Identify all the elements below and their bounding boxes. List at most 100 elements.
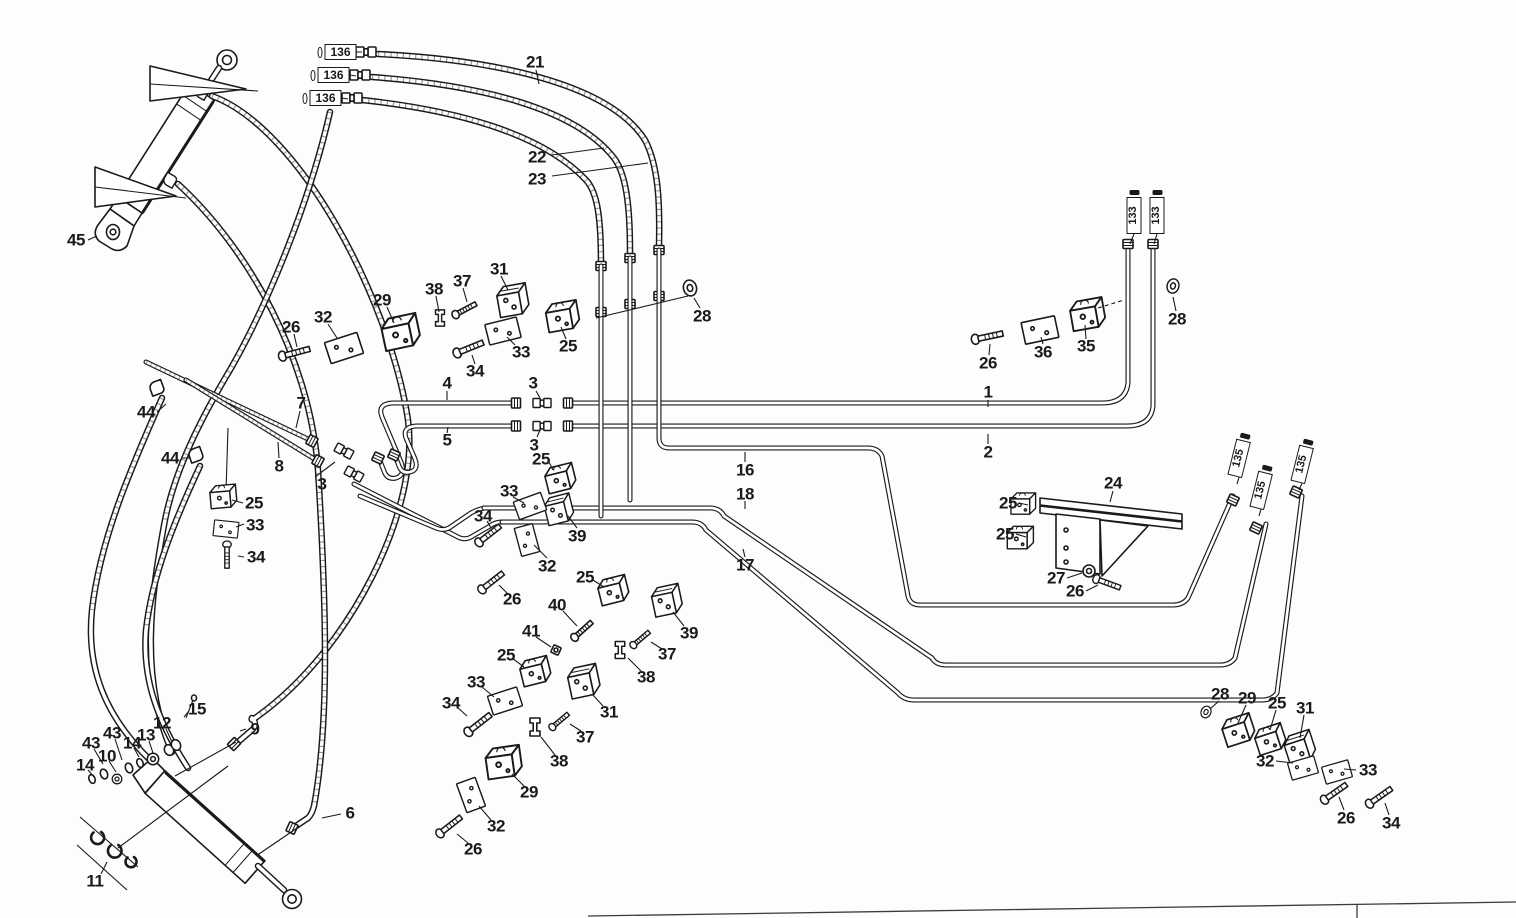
tag-cap	[1239, 432, 1251, 440]
part-number-label: 28	[692, 306, 712, 326]
part-number-label: 26	[463, 839, 483, 859]
part-number-label: 25	[558, 336, 578, 356]
part-number-label: 33	[499, 481, 519, 501]
hose-id-tag: 135	[1290, 438, 1315, 485]
part-number-label: 18	[735, 484, 755, 504]
part-number-label: 32	[537, 556, 557, 576]
part-number-label: 34	[246, 547, 266, 567]
part-number-label: 32	[1255, 751, 1275, 771]
part-number-label: 5	[442, 430, 452, 450]
part-number-label: 25	[531, 449, 551, 469]
part-number-label: 14	[75, 755, 95, 775]
part-number-label: 15	[187, 699, 207, 719]
part-number-label: 38	[424, 279, 444, 299]
part-number-label: 22	[527, 147, 547, 167]
part-number-label: 26	[281, 317, 301, 337]
part-number-label: 25	[575, 567, 595, 587]
part-number-label: 1	[983, 382, 993, 402]
part-number-label: 34	[465, 361, 485, 381]
tag-number-box: 135	[1227, 438, 1251, 479]
part-number-label: 2	[983, 442, 993, 462]
left-clamp-column	[208, 427, 240, 569]
part-number-label: 29	[519, 782, 539, 802]
part-number-label: 31	[1295, 698, 1315, 718]
part-number-label: 25	[995, 524, 1015, 544]
part-number-label: 33	[245, 515, 265, 535]
leader-lines	[87, 51, 1390, 875]
part-number-label: 29	[1237, 688, 1257, 708]
hose-id-tag: 136	[310, 67, 350, 83]
steel-tubes	[143, 238, 1305, 703]
part-number-label: 26	[1336, 808, 1356, 828]
part-number-label: 13	[136, 725, 156, 745]
part-number-label: 27	[1046, 568, 1066, 588]
hose-id-tag: 135	[1227, 432, 1252, 479]
part-number-label: 39	[679, 623, 699, 643]
tag-cap	[1152, 190, 1162, 195]
part-number-label: 33	[511, 342, 531, 362]
part-number-label: 36	[1033, 342, 1053, 362]
part-number-label: 28	[1210, 684, 1230, 704]
tag-number-box: 135	[1290, 444, 1314, 485]
part-number-label: 28	[1167, 309, 1187, 329]
part-number-label: 31	[599, 702, 619, 722]
part-number-label: 6	[345, 803, 355, 823]
center-clamp-cluster	[276, 277, 700, 365]
part-number-label: 43	[81, 733, 101, 753]
part-number-label: 26	[978, 353, 998, 373]
part-number-label: 29	[372, 290, 392, 310]
tag-cap	[1302, 438, 1314, 446]
part-number-label: 37	[575, 727, 595, 747]
part-number-label: 11	[86, 871, 104, 891]
hose-id-tag: 136	[317, 44, 357, 60]
lower-lift-cylinder	[76, 694, 303, 910]
part-number-label: 32	[486, 816, 506, 836]
tag-number-box: 136	[309, 90, 342, 106]
part-number-label: 34	[1381, 813, 1401, 833]
right-clamp-35-36	[969, 276, 1182, 346]
part-number-label: 43	[102, 723, 122, 743]
tag-number-box: 136	[324, 44, 357, 60]
part-number-label: 40	[547, 595, 567, 615]
assembly-arrow	[149, 65, 247, 102]
tag-number-box: 136	[317, 67, 350, 83]
part-number-label: 24	[1103, 473, 1123, 493]
hose-id-tag: 136	[302, 90, 342, 106]
part-number-label: 44	[160, 448, 180, 468]
part-number-label: 10	[97, 746, 117, 766]
tag-number-box: 133	[1126, 197, 1142, 234]
part-number-label: 17	[735, 555, 755, 575]
hose-id-tag: 133	[1126, 190, 1142, 234]
part-number-label: 3	[529, 435, 539, 455]
part-number-label: 12	[152, 713, 172, 733]
part-number-label: 3	[528, 373, 538, 393]
part-number-label: 23	[527, 169, 547, 189]
hydraulic-hoses	[87, 92, 413, 857]
part-number-label: 34	[473, 506, 493, 526]
part-number-label: 26	[502, 589, 522, 609]
part-number-label: 35	[1076, 336, 1096, 356]
bracket-24-assembly	[1006, 492, 1183, 593]
tag-number-box: 135	[1249, 470, 1273, 511]
part-number-label: 9	[250, 719, 260, 739]
part-number-label: 39	[567, 526, 587, 546]
tag-cap	[1129, 190, 1139, 195]
tag-cap	[310, 69, 316, 81]
title-block-border	[587, 901, 1516, 918]
tag-cap	[1261, 464, 1273, 472]
part-number-label: 8	[274, 456, 284, 476]
upper-lift-cylinder	[94, 49, 259, 252]
part-number-label: 31	[489, 259, 509, 279]
part-number-label: 25	[496, 645, 516, 665]
part-number-label: 38	[549, 751, 569, 771]
hose-id-tag: 133	[1149, 190, 1165, 234]
part-number-label: 33	[466, 672, 486, 692]
part-number-label: 44	[136, 402, 156, 422]
part-number-label: 4	[442, 373, 452, 393]
part-number-label: 37	[657, 644, 677, 664]
part-number-label: 21	[525, 52, 545, 72]
arched-hoses-21-22-23	[341, 46, 665, 318]
part-number-label: 16	[735, 460, 755, 480]
